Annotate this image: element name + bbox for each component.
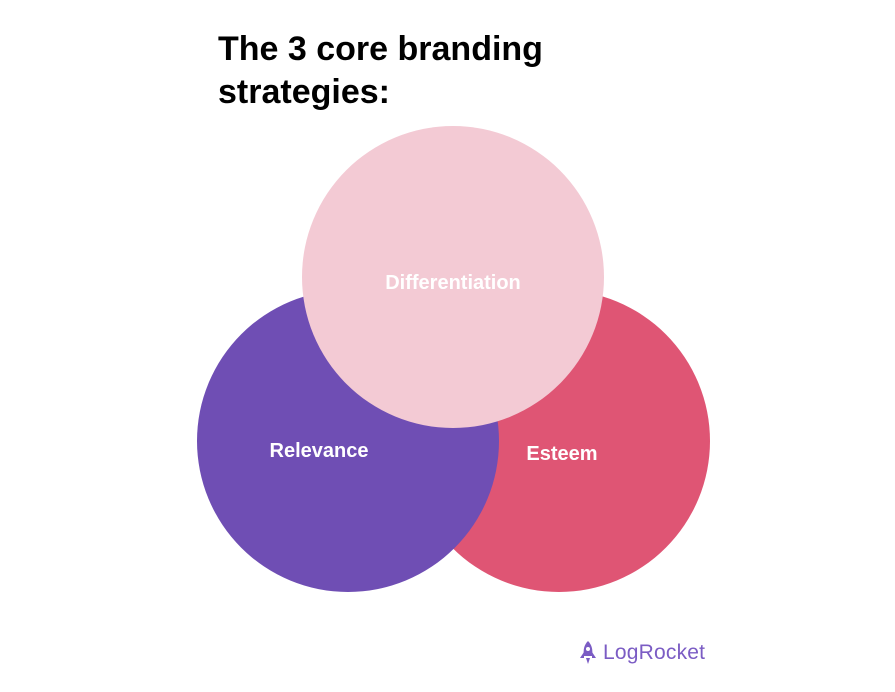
label-differentiation: Differentiation: [385, 272, 521, 294]
label-esteem: Esteem: [526, 443, 597, 465]
label-relevance: Relevance: [270, 440, 369, 462]
logrocket-logo: LogRocket: [578, 636, 705, 670]
circle-differentiation: [302, 126, 604, 428]
diagram-title: The 3 core branding strategies:: [218, 30, 543, 111]
rocket-icon: [580, 641, 596, 664]
logo-text: LogRocket: [603, 641, 706, 664]
